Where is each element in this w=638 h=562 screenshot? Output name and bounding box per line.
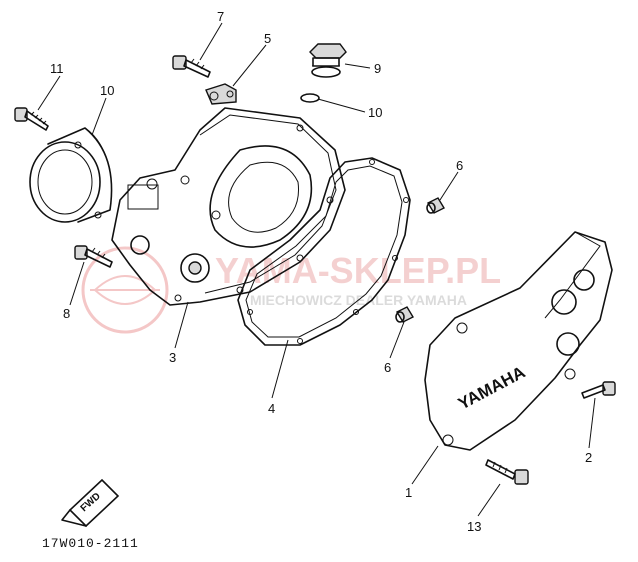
watermark-logo bbox=[81, 246, 169, 334]
part-3-crankcase-cover bbox=[111, 107, 346, 306]
watermark: YAMA-SKLEP.PL MIECHOWICZ DEALER YAMAHA bbox=[81, 246, 501, 334]
part-11-cover-cylinder bbox=[29, 127, 113, 223]
part-4-gasket bbox=[237, 157, 411, 346]
callout-6-lower: 6 bbox=[384, 360, 391, 375]
part-12-bolt bbox=[14, 107, 49, 131]
callout-8: 8 bbox=[63, 306, 70, 321]
leader-lines bbox=[37, 22, 596, 517]
part-6-dowel-pin-upper bbox=[426, 197, 445, 214]
callout-3: 3 bbox=[169, 350, 176, 365]
callout-4: 4 bbox=[268, 401, 275, 416]
callout-12: 11 bbox=[50, 61, 64, 76]
callout-5: 5 bbox=[264, 31, 271, 46]
callout-10: 10 bbox=[368, 105, 382, 120]
cover-brand-text: YAMAHA bbox=[455, 362, 528, 413]
fwd-arrow-icon: FWD bbox=[61, 478, 120, 528]
part-2-bolt bbox=[581, 381, 616, 399]
callout-labels: 11 10 7 5 9 10 6 6 4 3 8 1 2 13 bbox=[50, 9, 592, 534]
part-10-o-ring bbox=[300, 93, 320, 103]
part-9-filler-plug bbox=[309, 43, 347, 78]
callout-1: 1 bbox=[405, 485, 412, 500]
callout-2: 2 bbox=[585, 450, 592, 465]
callout-11: 10 bbox=[100, 83, 114, 98]
callout-7: 7 bbox=[217, 9, 224, 24]
callout-6-upper: 6 bbox=[456, 158, 463, 173]
part-8-bolt bbox=[74, 245, 113, 268]
callout-9: 9 bbox=[374, 61, 381, 76]
part-7-bolt bbox=[172, 55, 211, 78]
part-6-dowel-pin-lower bbox=[395, 306, 414, 323]
watermark-brand: YAMA-SKLEP.PL bbox=[215, 250, 501, 291]
part-13-bolt bbox=[485, 459, 529, 485]
part-5-fitting bbox=[205, 83, 237, 105]
callout-13: 13 bbox=[467, 519, 481, 534]
part-code-label: 17W010-2111 bbox=[42, 536, 139, 551]
